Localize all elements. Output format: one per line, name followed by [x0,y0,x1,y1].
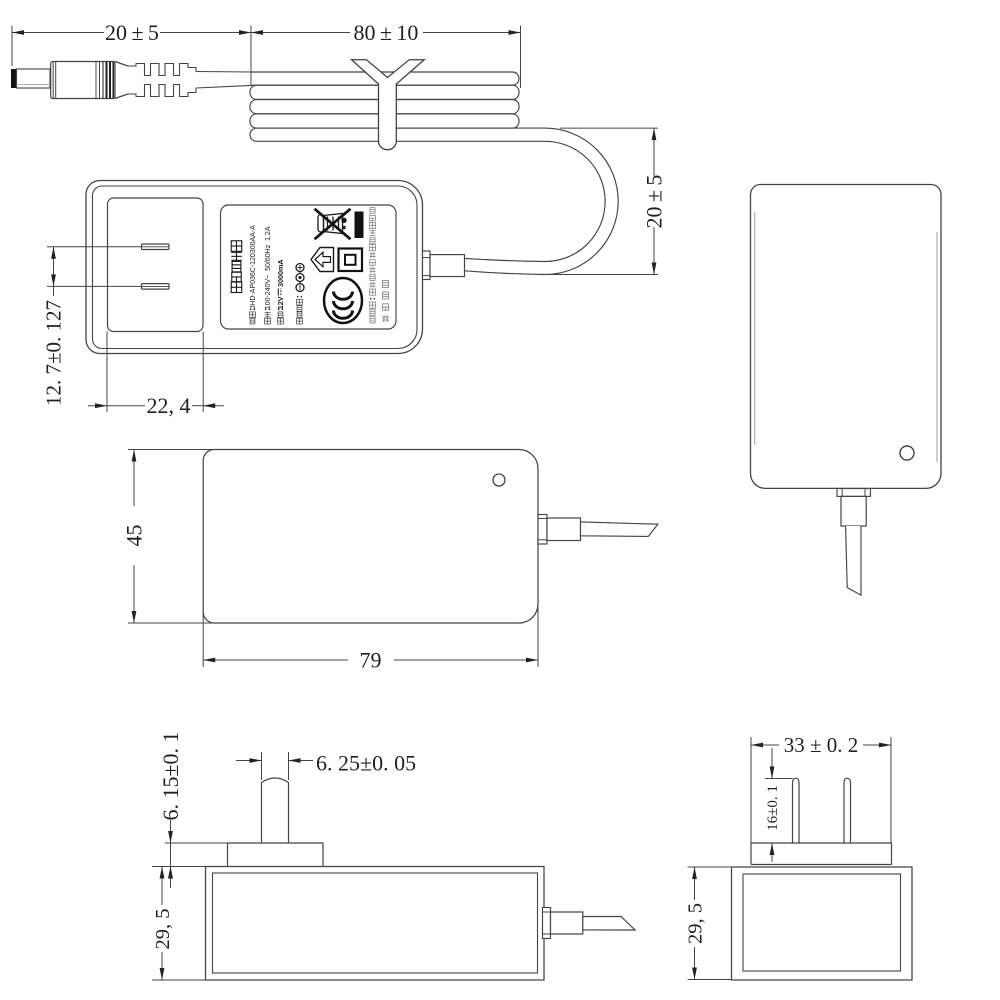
svg-text:22, 4: 22, 4 [147,393,191,418]
svg-text:16±0. 1: 16±0. 1 [765,785,781,831]
svg-text:20 ± 5: 20 ± 5 [105,20,159,45]
svg-text:100-240V~ 50/60Hz 1.2A: 100-240V~ 50/60Hz 1.2A [265,226,272,309]
svg-text:33 ± 0. 2: 33 ± 0. 2 [784,733,859,757]
svg-text:79: 79 [360,647,382,672]
svg-text:29, 5: 29, 5 [152,909,174,950]
svg-text:6. 25±0. 05: 6. 25±0. 05 [316,750,416,775]
svg-text:29, 5: 29, 5 [684,903,706,944]
svg-text:JHD-AP036C-120300AA-A: JHD-AP036C-120300AA-A [250,225,257,309]
svg-text:45: 45 [121,525,146,547]
svg-text:6. 15±0. 1: 6. 15±0. 1 [158,731,183,820]
svg-text:12. 7±0. 127: 12. 7±0. 127 [41,300,65,406]
svg-text:3000mA: 3000mA [276,259,285,287]
svg-text:12V: 12V [276,296,285,309]
svg-text:80 ± 10: 80 ± 10 [354,20,419,45]
svg-text:20 ± 5: 20 ± 5 [641,175,666,229]
